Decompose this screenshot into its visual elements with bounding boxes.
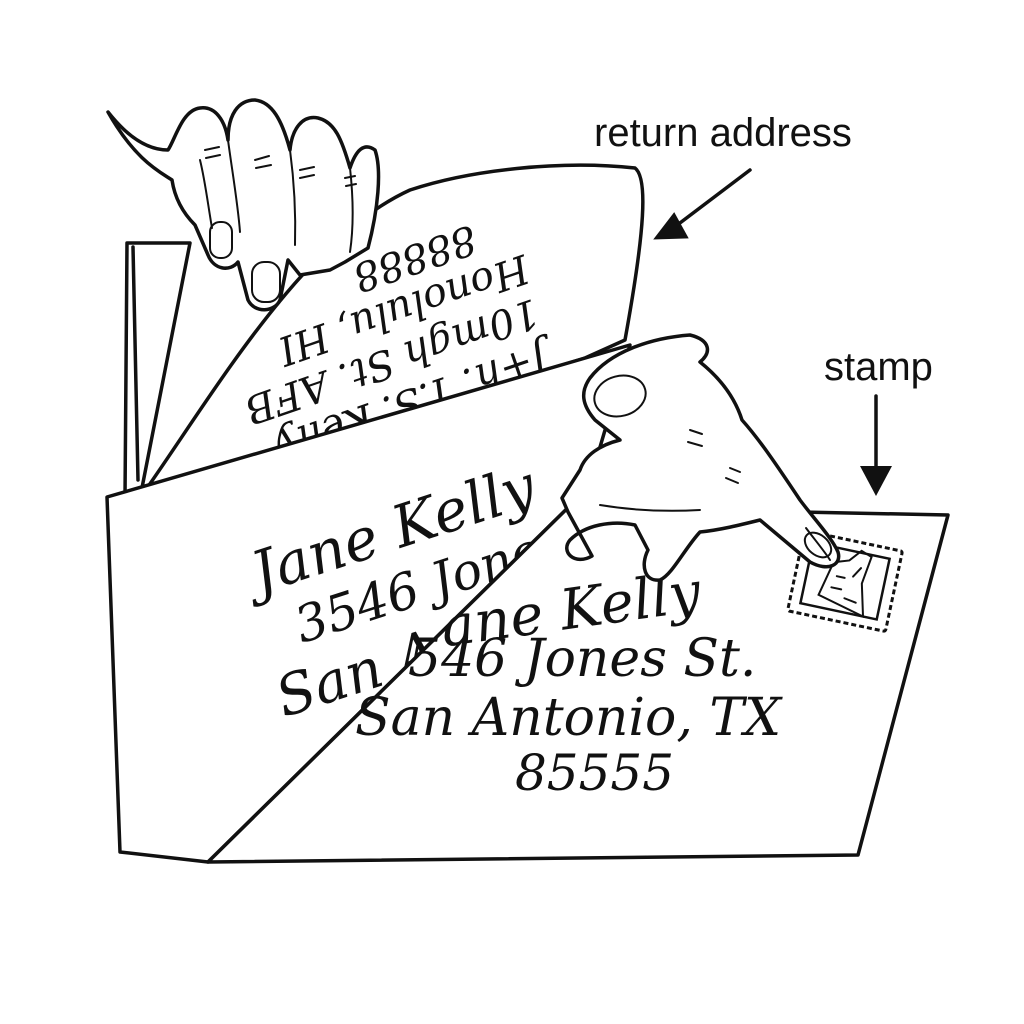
arrow-down-icon [860, 394, 892, 496]
inner-envelope: Jane Kelly 3546 Jones San Ant [105, 343, 632, 864]
hand-pointing-icon [560, 333, 841, 582]
inner-envelope-crease [131, 245, 140, 482]
stamp-label: stamp [824, 345, 933, 389]
arrow-down-left-icon [653, 168, 752, 240]
hand-top-icon [106, 98, 381, 312]
return-address-label: return address [594, 111, 852, 155]
front-envelope-line-4: 85555 [515, 744, 674, 802]
front-envelope-line-2: 546 Jones St. [408, 629, 756, 689]
front-envelope-line-3: San Antonio, TX [355, 688, 783, 748]
